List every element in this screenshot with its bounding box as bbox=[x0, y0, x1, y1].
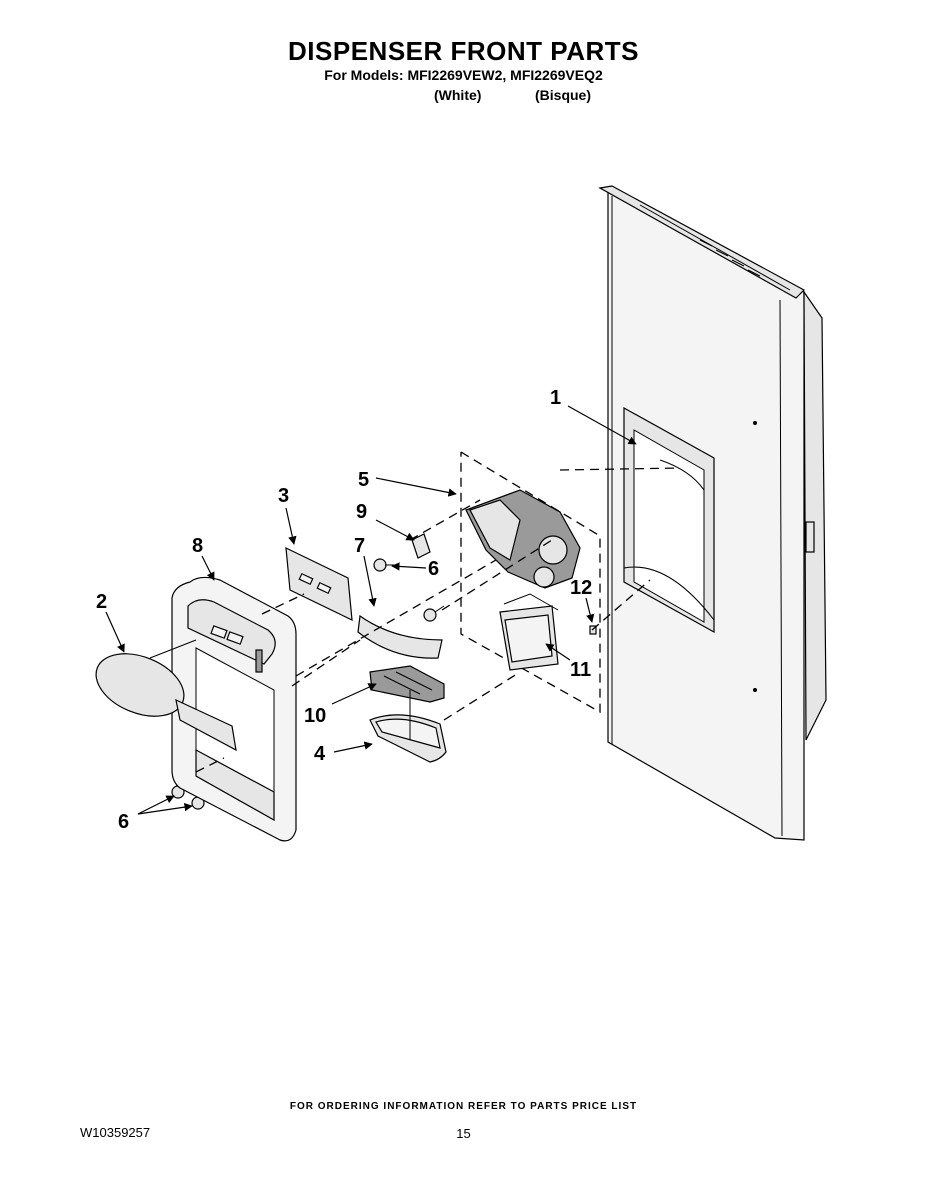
light-lens bbox=[357, 614, 443, 659]
callout-2: 2 bbox=[96, 591, 107, 613]
control-board bbox=[285, 546, 353, 622]
actuator-paddle bbox=[499, 593, 559, 671]
leader-arrows bbox=[105, 405, 637, 815]
screw-icon bbox=[423, 605, 445, 622]
page-number: 15 bbox=[456, 1126, 471, 1141]
ice-chute-module bbox=[465, 489, 581, 589]
callout-8: 8 bbox=[192, 535, 203, 557]
callout-3: 3 bbox=[278, 485, 289, 507]
variant-white: (White) bbox=[434, 87, 482, 103]
door-vent-slots bbox=[699, 239, 761, 277]
callout-9: 9 bbox=[356, 501, 367, 523]
dispenser-overlay-decal bbox=[95, 653, 237, 752]
page-title: DISPENSER FRONT PARTS bbox=[288, 36, 639, 66]
drip-tray bbox=[369, 714, 447, 763]
dispenser-front-bezel bbox=[171, 576, 297, 842]
callout-10: 10 bbox=[304, 705, 326, 727]
callout-4: 4 bbox=[314, 743, 326, 765]
clip-part bbox=[589, 625, 597, 635]
ordering-note: FOR ORDERING INFORMATION REFER TO PARTS … bbox=[289, 1101, 638, 1112]
callout-6-upper: 6 bbox=[428, 558, 439, 580]
callout-5: 5 bbox=[358, 469, 369, 491]
callout-1: 1 bbox=[550, 387, 561, 409]
callout-11: 11 bbox=[570, 659, 591, 681]
drip-tray-grille bbox=[369, 665, 445, 703]
callout-7: 7 bbox=[354, 535, 365, 557]
dispenser-recess-housing bbox=[623, 406, 715, 634]
assembly-lines bbox=[149, 467, 681, 773]
callout-6-lower: 6 bbox=[118, 811, 129, 833]
callout-12: 12 bbox=[570, 577, 592, 599]
models-line: For Models: MFI2269VEW2, MFI2269VEQ2 bbox=[324, 67, 603, 83]
screw-icon bbox=[373, 558, 396, 572]
variant-bisque: (Bisque) bbox=[535, 87, 591, 103]
mounting-bracket bbox=[411, 533, 431, 559]
document-number: W10359257 bbox=[80, 1125, 151, 1140]
